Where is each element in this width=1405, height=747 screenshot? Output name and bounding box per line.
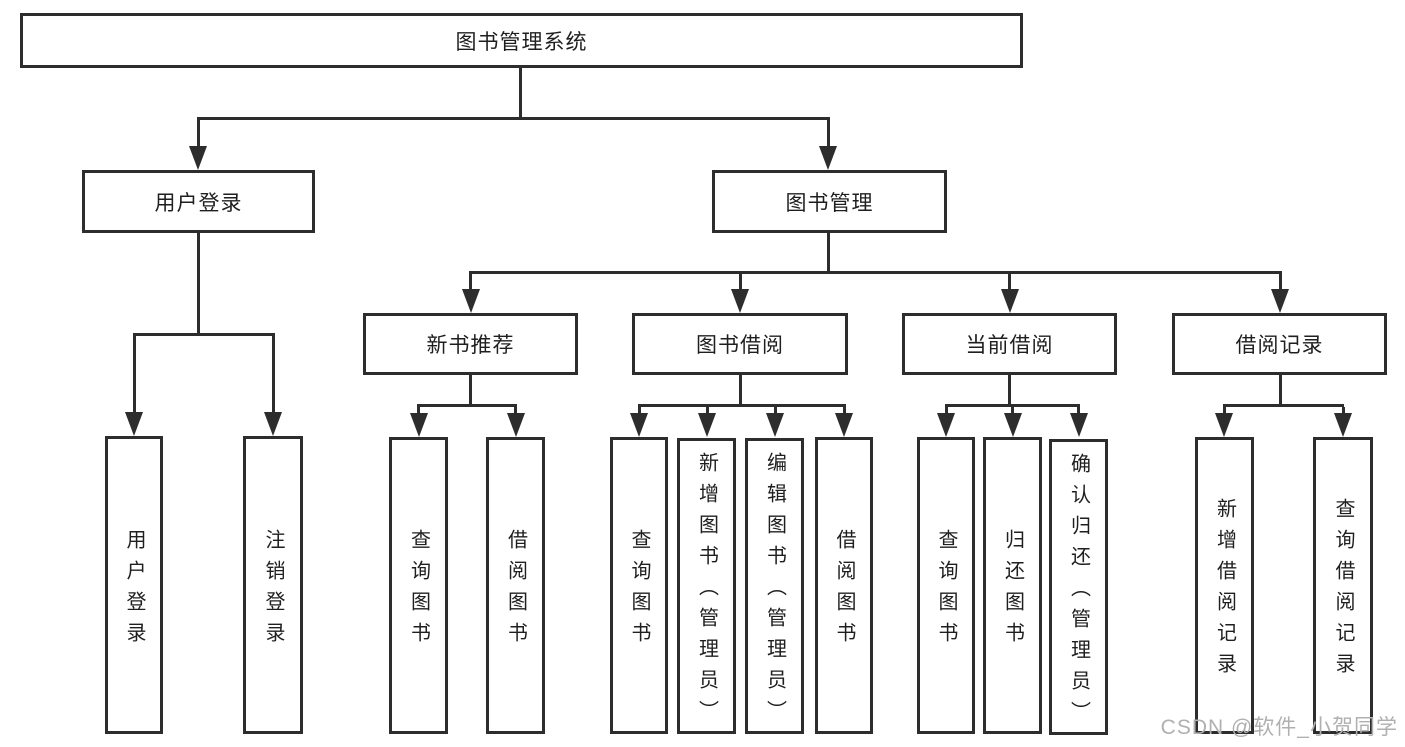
node-leaf-bb-edit-book-label: 编辑图书（管理员） — [763, 452, 786, 731]
branch-borrow-records — [1222, 404, 1344, 407]
node-leaf-br-add-record-label: 新增借阅记录 — [1213, 498, 1236, 684]
arrow-to-cb-confirm-return — [1077, 407, 1080, 413]
node-user-login: 用户登录 — [82, 170, 315, 233]
node-leaf-rec-borrow-book-label: 借阅图书 — [504, 529, 527, 653]
node-borrow-records: 借阅记录 — [1172, 313, 1387, 375]
node-leaf-cb-query-book-label: 查询图书 — [935, 529, 957, 653]
trunk-book-borrow — [738, 375, 742, 406]
node-book-mgmt: 图书管理 — [712, 170, 947, 233]
branch-new-book-rec — [416, 404, 517, 407]
arrow-to-logout-leaf — [271, 336, 275, 412]
node-current-borrow: 当前借阅 — [902, 313, 1117, 375]
trunk-new-book-rec — [469, 375, 472, 406]
arrow-to-cb-return-book — [1011, 407, 1014, 413]
node-leaf-rec-borrow-book: 借阅图书 — [486, 437, 545, 734]
trunk-root — [518, 68, 522, 120]
node-leaf-cb-query-book: 查询图书 — [917, 437, 975, 734]
node-new-book-rec-label: 新书推荐 — [426, 334, 515, 357]
node-leaf-bb-borrow-book-label: 借阅图书 — [833, 529, 855, 653]
node-user-login-label: 用户登录 — [154, 191, 243, 215]
node-leaf-bb-add-book: 新增图书（管理员） — [677, 438, 736, 734]
arrow-to-book-mgmt — [826, 120, 830, 146]
node-leaf-cb-confirm-return: 确认归还（管理员） — [1049, 439, 1108, 735]
node-leaf-cb-confirm-return-label: 确认归还（管理员） — [1067, 453, 1090, 732]
arrow-to-rec-query-book — [417, 407, 420, 413]
arrow-to-br-add-record — [1222, 407, 1226, 413]
node-leaf-bb-edit-book: 编辑图书（管理员） — [745, 438, 804, 734]
node-leaf-rec-query-book: 查询图书 — [389, 437, 448, 734]
trunk-user-login — [196, 233, 200, 336]
node-leaf-br-add-record: 新增借阅记录 — [1195, 437, 1254, 734]
node-leaf-cb-return-book-label: 归还图书 — [1001, 529, 1024, 653]
csdn-watermark: CSDN @软件_小贺同学 — [1160, 716, 1398, 739]
node-library-system: 图书管理系统 — [20, 13, 1023, 68]
node-leaf-logout: 注销登录 — [243, 436, 303, 734]
node-book-mgmt-label: 图书管理 — [785, 191, 874, 215]
node-new-book-rec: 新书推荐 — [363, 313, 578, 375]
arrow-to-cb-query-book — [944, 407, 948, 413]
node-leaf-user-login: 用户登录 — [105, 436, 163, 734]
arrow-to-user-login — [196, 120, 200, 146]
arrow-to-rec-borrow-book — [514, 407, 517, 413]
arrow-to-bb-edit-book — [773, 407, 777, 413]
node-leaf-rec-query-book-label: 查询图书 — [407, 529, 430, 653]
branch-root — [196, 117, 830, 120]
branch-book-mgmt — [468, 271, 1282, 274]
node-book-borrow: 图书借阅 — [632, 313, 848, 375]
node-book-borrow-label: 图书借阅 — [696, 334, 784, 357]
node-leaf-user-login-label: 用户登录 — [123, 528, 145, 653]
arrow-to-new-book-rec — [469, 274, 472, 289]
arrow-to-current-borrow — [1008, 274, 1011, 289]
branch-user-login — [132, 333, 275, 336]
trunk-book-mgmt — [826, 233, 830, 274]
arrow-to-user-login-leaf — [132, 336, 136, 412]
arrow-to-br-query-record — [1341, 407, 1345, 413]
node-borrow-records-label: 借阅记录 — [1235, 334, 1324, 357]
node-library-system-label: 图书管理系统 — [455, 30, 588, 54]
node-current-borrow-label: 当前借阅 — [965, 334, 1054, 357]
arrow-to-bb-query-book — [637, 407, 641, 413]
arrow-to-book-borrow — [738, 274, 742, 289]
arrow-to-borrow-records — [1278, 274, 1282, 289]
node-leaf-cb-return-book: 归还图书 — [983, 437, 1042, 734]
node-leaf-bb-query-book: 查询图书 — [610, 437, 668, 734]
arrow-to-bb-borrow-book — [842, 407, 846, 413]
node-leaf-br-query-record: 查询借阅记录 — [1313, 437, 1373, 734]
node-leaf-bb-borrow-book: 借阅图书 — [815, 437, 873, 734]
node-leaf-bb-query-book-label: 查询图书 — [628, 529, 650, 653]
node-leaf-br-query-record-label: 查询借阅记录 — [1332, 498, 1354, 684]
node-leaf-bb-add-book-label: 新增图书（管理员） — [695, 452, 718, 731]
branch-book-borrow — [637, 404, 846, 407]
trunk-borrow-records — [1278, 375, 1282, 406]
trunk-current-borrow — [1008, 375, 1011, 406]
node-leaf-logout-label: 注销登录 — [262, 528, 284, 653]
branch-current-borrow — [944, 404, 1080, 407]
arrow-to-bb-add-book — [705, 407, 709, 413]
